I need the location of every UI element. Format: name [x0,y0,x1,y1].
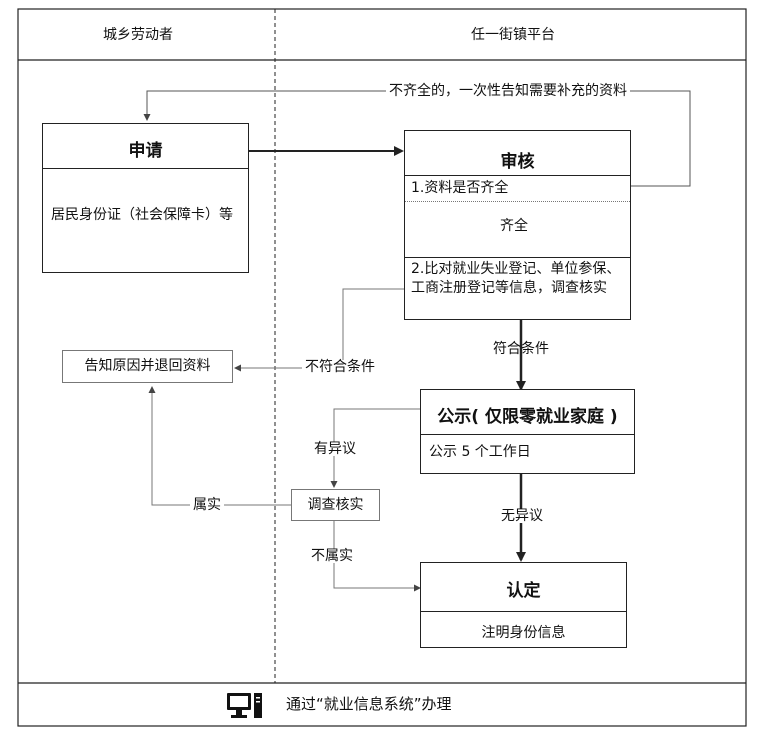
outer-border [17,8,747,727]
label-not-true: 不属实 [308,549,356,563]
investigate-box: 调查核实 [291,489,380,521]
review-step2: 2.比对就业失业登记、单位参保、工商注册登记等信息，调查核实 [411,261,621,296]
edge-not-true [333,521,421,592]
label-no-objection: 无异议 [498,509,546,523]
label-not-qualified: 不符合条件 [302,360,378,374]
confirm-body: 注明身份信息 [481,625,566,641]
label-true: 属实 [190,498,224,512]
apply-box: 申请 居民身份证（社会保障卡）等 [42,123,249,273]
publicity-title: 公示( 仅限零就业家庭 ) [437,407,618,427]
publicity-box: 公示( 仅限零就业家庭 ) 公示 5 个工作日 [420,389,635,474]
edge-incomplete [143,90,691,187]
publicity-body: 公示 5 个工作日 [429,444,531,460]
footer-text: 通过“就业信息系统”办理 [286,695,452,713]
lane-title-left: 城乡劳动者 [103,27,173,43]
edge-not-qualified [234,288,404,372]
review-title: 审核 [500,152,535,172]
confirm-box: 认定 注明身份信息 [420,562,627,648]
apply-title: 申请 [128,141,163,161]
lane-title-right: 任一街镇平台 [471,27,555,43]
return-box: 告知原因并退回资料 [62,350,233,383]
label-qualified: 符合条件 [493,341,549,357]
review-step1: 1.资料是否齐全 [411,180,509,196]
apply-body: 居民身份证（社会保障卡）等 [51,207,233,223]
edge-true [148,386,291,506]
computer-icon [227,693,262,718]
confirm-title: 认定 [506,581,541,601]
label-incomplete: 不齐全的，一次性告知需要补充的资料 [386,84,630,98]
edge-objection [330,408,420,488]
label-complete: 齐全 [497,219,531,233]
label-objection: 有异议 [311,442,359,456]
